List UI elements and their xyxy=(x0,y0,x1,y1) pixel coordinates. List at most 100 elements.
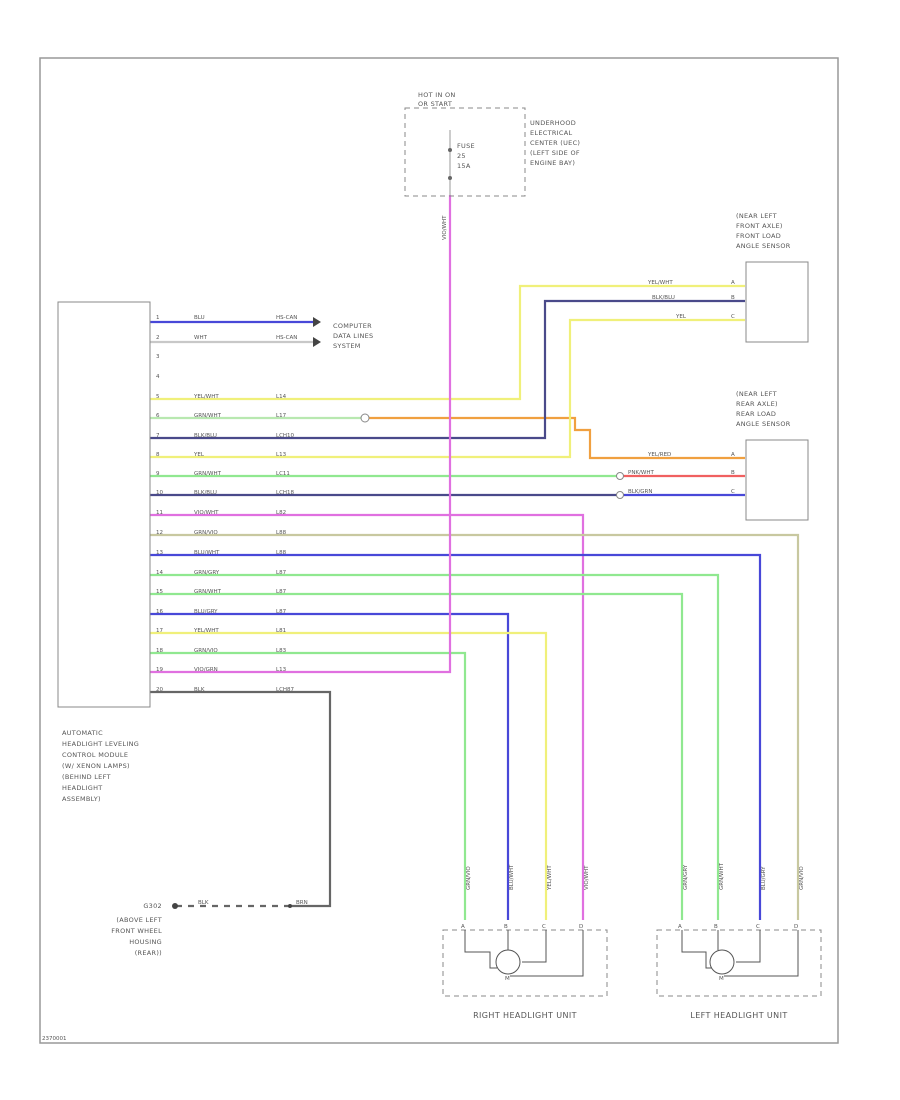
wire-color-label: BLK/GRN xyxy=(628,489,653,495)
module-pin-circuit: LC11 xyxy=(276,471,290,477)
module-label: HEADLIGHT xyxy=(62,784,103,792)
diagram-code: 2370001 xyxy=(42,1036,67,1042)
module-pin-wire-color: BLK/BLU xyxy=(194,433,217,439)
pin-label: C xyxy=(756,924,760,930)
right-headlight-unit: M A B C D GRN/VIO BLU/WHT YEL/WHT VIO/WH… xyxy=(442,864,608,1020)
wire-color-label: YEL xyxy=(675,314,687,320)
wire-color-label: BLK xyxy=(198,900,209,906)
motor-label: M xyxy=(719,976,724,982)
module-pin-circuit: L81 xyxy=(276,628,286,634)
fuse-block: HOT IN ON OR START FUSE 25 15A UNDERHOOD… xyxy=(404,91,580,240)
pin-label: D xyxy=(579,924,583,930)
wire-pin-13 xyxy=(150,553,762,920)
module-pin-circuit: LCH18 xyxy=(276,490,295,496)
module-pin-wire-color: GRN/WHT xyxy=(194,589,222,595)
module-pin-circuit: L83 xyxy=(276,648,287,654)
wire-color-label: BLK/BLU xyxy=(652,295,675,301)
fuse-hot-label: HOT IN ON xyxy=(418,91,456,99)
rear-load-sensor: (NEAR LEFT REAR AXLE) REAR LOAD ANGLE SE… xyxy=(628,390,809,521)
rear-sensor-box xyxy=(745,439,809,521)
module-pin-number: 13 xyxy=(156,550,163,556)
right-unit-label: RIGHT HEADLIGHT UNIT xyxy=(473,1011,577,1020)
computer-data-label: SYSTEM xyxy=(333,342,361,350)
module-pin-number: 7 xyxy=(156,433,160,439)
rear-sensor-label: ANGLE SENSOR xyxy=(736,420,791,428)
module-pin-number: 2 xyxy=(156,335,160,341)
wire-pin-12 xyxy=(150,533,800,920)
wire-pin-19 xyxy=(150,195,452,674)
wire-pin-8 xyxy=(150,318,745,459)
wire-pin-5 xyxy=(150,284,745,401)
module-pin-circuit: L13 xyxy=(276,452,287,458)
wire-pin-15 xyxy=(150,592,684,920)
module-pin-wire-color: YEL/WHT xyxy=(193,628,219,634)
motor-lead xyxy=(681,930,712,969)
fuse-hot-label: OR START xyxy=(418,100,452,108)
pin-label: D xyxy=(794,924,798,930)
wire-pin-6-b xyxy=(365,416,745,460)
module-pin-wire-color: GRN/WHT xyxy=(194,413,222,419)
module-pin-wire-color: BLU xyxy=(194,315,205,321)
left-headlight-unit: M A B C D GRN/GRY GRN/WHT BLU/GRY GRN/VI… xyxy=(656,862,822,1020)
module-pin-circuit: L87 xyxy=(276,589,287,595)
motor-lead xyxy=(510,930,584,977)
module-pin-number: 11 xyxy=(156,510,163,516)
module-pin-circuit: HS-CAN xyxy=(276,315,297,321)
module-label: (BEHIND LEFT xyxy=(62,773,111,781)
module-pin-circuit: L13 xyxy=(276,667,287,673)
pin-label: C xyxy=(731,489,735,495)
module-pin-number: 15 xyxy=(156,589,163,595)
pin-label: B xyxy=(714,924,718,930)
module-pin-circuit: L14 xyxy=(276,394,287,400)
module-pin-wire-color: VIO/GRN xyxy=(194,667,218,673)
ground-point: G302 (ABOVE LEFT FRONT WHEEL HOUSING (RE… xyxy=(111,900,307,957)
module-label: ASSEMBLY) xyxy=(62,795,101,803)
wire-color-label: BLU/GRY xyxy=(761,866,767,890)
front-sensor-label: FRONT AXLE) xyxy=(736,222,783,230)
fuse-label: 15A xyxy=(457,162,471,170)
module-pin-wire-color: GRN/VIO xyxy=(194,648,218,654)
motor-lead xyxy=(464,930,497,969)
module-pin-number: 1 xyxy=(156,315,160,321)
rear-sensor-label: REAR AXLE) xyxy=(736,400,778,408)
module-pin-wire-color: GRN/VIO xyxy=(194,530,218,536)
module-pin-number: 10 xyxy=(156,490,163,496)
module-pin-wire-color: BLU/WHT xyxy=(194,550,220,556)
fuse-label: 25 xyxy=(457,152,466,160)
left-unit-label: LEFT HEADLIGHT UNIT xyxy=(690,1011,787,1020)
wire-color-label: YEL/RED xyxy=(647,452,671,458)
module-pin-number: 18 xyxy=(156,648,163,654)
wire-group xyxy=(150,195,800,920)
motor-icon xyxy=(709,949,735,975)
wire-color-label: GRN/GRY xyxy=(683,864,689,890)
front-sensor-label: ANGLE SENSOR xyxy=(736,242,791,250)
fuse-center-label: UNDERHOOD xyxy=(530,119,576,127)
module-pin-number: 17 xyxy=(156,628,163,634)
wire-pin-11 xyxy=(150,513,585,920)
module-label: CONTROL MODULE xyxy=(62,751,128,759)
module-pin-circuit: L88 xyxy=(276,550,287,556)
module-pin-wire-color: WHT xyxy=(194,335,208,341)
wire-color-label: YEL/WHT xyxy=(547,865,553,891)
ground-terminal-icon xyxy=(172,903,178,909)
wire-color-label: BLU/WHT xyxy=(509,864,515,890)
module-pin-wire-color: BLK/BLU xyxy=(194,490,217,496)
fuse-terminal-icon xyxy=(448,148,452,152)
motor-lead xyxy=(724,930,799,977)
pin-label: C xyxy=(731,314,735,320)
front-sensor-label: FRONT LOAD xyxy=(736,232,781,240)
wire-color-label: BRN xyxy=(296,900,308,906)
computer-data-label: COMPUTER xyxy=(333,322,372,330)
wire-pin-7 xyxy=(150,299,745,440)
module-pin-wire-color: GRN/GRY xyxy=(194,570,220,576)
module-pin-circuit: HS-CAN xyxy=(276,335,297,341)
ground-splice-icon xyxy=(288,904,292,908)
diagram-border xyxy=(39,57,839,1044)
fuse-center-label: (LEFT SIDE OF xyxy=(530,149,580,157)
wire-color-label: GRN/VIO xyxy=(799,866,805,890)
inline-connector xyxy=(616,472,624,480)
module-pin-number: 3 xyxy=(156,354,160,360)
